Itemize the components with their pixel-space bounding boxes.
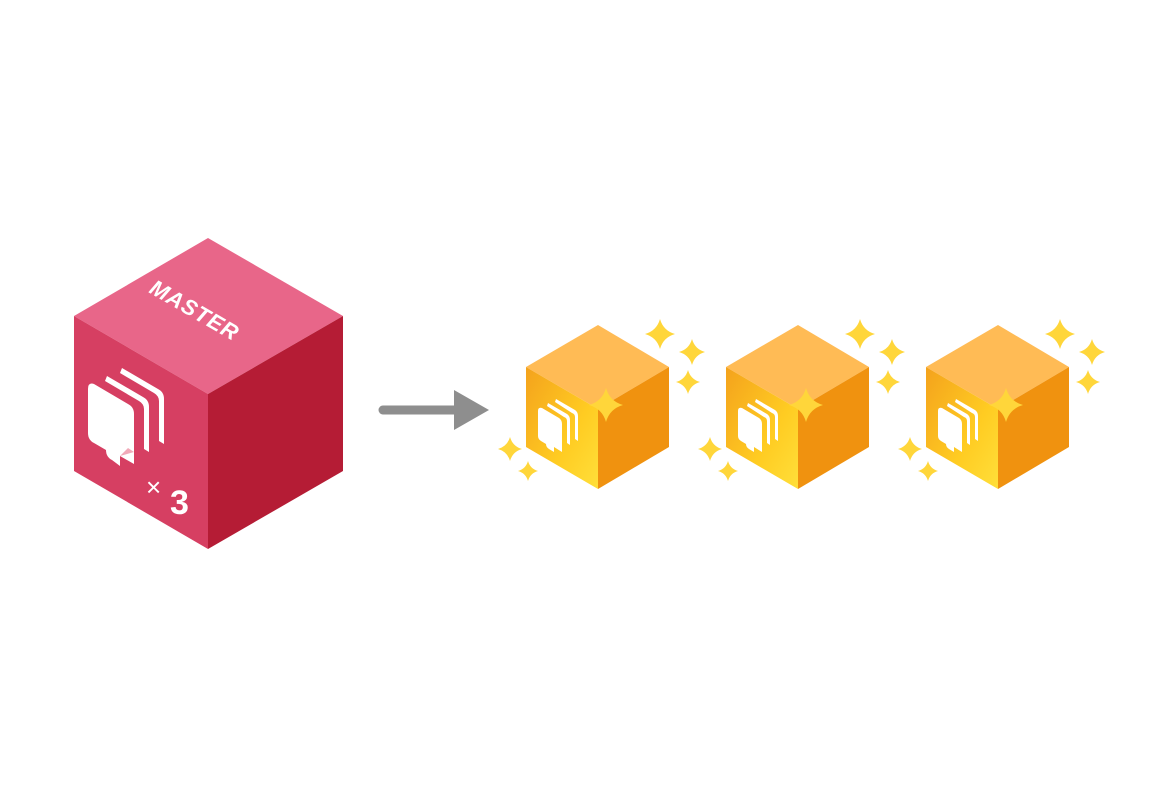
copy-cube-top-face [526, 325, 669, 409]
master-cube-right-face [208, 316, 343, 549]
copy-cube-right-face [798, 367, 869, 489]
copy-cube-top-face [726, 325, 869, 409]
copy-cube-right-face [598, 367, 669, 489]
master-cube: MASTER × 3 [74, 238, 343, 549]
sparkle-icon [845, 319, 875, 349]
sparkle-icon [898, 437, 922, 461]
sparkle-icon [789, 388, 823, 422]
sparkle-icon [1076, 370, 1100, 394]
copy-cube [498, 319, 705, 489]
sparkle-icon [879, 339, 905, 365]
sparkle-icon [589, 388, 623, 422]
sparkle-icon [676, 370, 700, 394]
copy-cube-top-face [926, 325, 1069, 409]
copy-cubes-group [498, 319, 1105, 489]
multiplier-badge: × 3 [146, 472, 189, 522]
stacked-documents-icon [538, 399, 578, 452]
sparkle-icon [498, 437, 522, 461]
sparkle-icon [989, 388, 1023, 422]
stacked-documents-icon [738, 399, 778, 452]
sparkle-icon [1079, 339, 1105, 365]
master-cube-left-face [74, 316, 208, 549]
sparkle-icon [679, 339, 705, 365]
stacked-documents-icon [938, 399, 978, 452]
stacked-documents-icon [88, 368, 164, 466]
multiplier-count: 3 [170, 484, 189, 522]
sparkle-icon [718, 461, 738, 481]
copy-cube [698, 319, 905, 489]
sparkle-icon [1045, 319, 1075, 349]
right-arrow-icon [378, 390, 489, 430]
multiplier-symbol: × [146, 472, 161, 502]
sparkle-icon [918, 461, 938, 481]
sparkle-icon [698, 437, 722, 461]
sparkle-icon [876, 370, 900, 394]
copy-cube [898, 319, 1105, 489]
master-cube-top-face [74, 238, 343, 394]
copy-cube-right-face [998, 367, 1069, 489]
sparkle-icon [518, 461, 538, 481]
sparkle-icon [645, 319, 675, 349]
